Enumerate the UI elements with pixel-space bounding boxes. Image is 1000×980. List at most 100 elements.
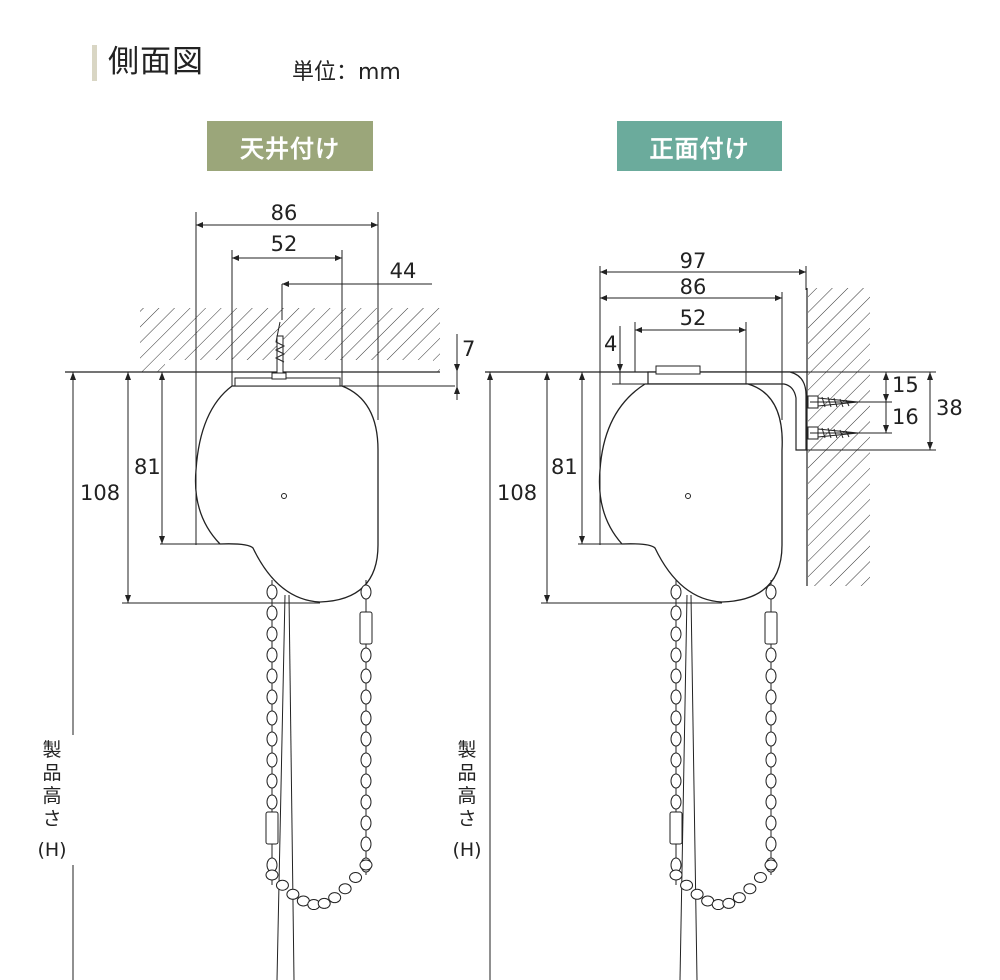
pull-cord <box>276 594 295 980</box>
dim-44: 44 <box>390 259 417 283</box>
chain-bead <box>680 879 694 891</box>
chain-bead <box>266 647 278 663</box>
chain-bead <box>765 773 777 789</box>
chain-stopper <box>265 811 279 845</box>
chain-bead <box>266 710 278 726</box>
chain-bead <box>359 859 373 871</box>
chain-bead <box>266 668 278 684</box>
chain-bead <box>275 879 289 891</box>
blind-head-body <box>194 385 379 603</box>
chain-bead <box>670 773 682 789</box>
chain-bead <box>286 888 300 900</box>
chain-bead <box>670 647 682 663</box>
chain-bead <box>670 752 682 768</box>
chain-bead <box>360 752 372 768</box>
svg-text:品: 品 <box>42 762 61 784</box>
chain-bead <box>360 689 372 705</box>
dim-52: 52 <box>271 232 298 256</box>
title-accent-bar <box>92 45 97 81</box>
chain-bead <box>266 689 278 705</box>
svg-text:製: 製 <box>42 739 61 761</box>
chain-bead <box>266 731 278 747</box>
svg-text:製: 製 <box>457 739 476 761</box>
chain-bead <box>670 605 682 621</box>
dim-81: 81 <box>134 455 161 479</box>
dim-108: 108 <box>497 481 537 505</box>
chain-bead <box>765 752 777 768</box>
chain-bead <box>765 794 777 810</box>
chain-bead <box>765 710 777 726</box>
chain-bead <box>670 794 682 810</box>
chain-bead <box>265 869 279 881</box>
chain-bead <box>765 815 777 831</box>
dim-97: 97 <box>680 249 707 273</box>
chain-bead <box>360 836 372 852</box>
chain-bead <box>670 689 682 705</box>
dim-108: 108 <box>80 481 120 505</box>
chain-bead <box>360 794 372 810</box>
dim-7: 7 <box>462 337 475 361</box>
screw-icon <box>274 321 286 374</box>
front-mount-tag: 正面付け <box>617 121 782 171</box>
chain-bead <box>765 689 777 705</box>
chain-bead <box>690 888 704 900</box>
dim-52: 52 <box>680 306 707 330</box>
chain-bead <box>765 731 777 747</box>
chain-bead <box>753 871 767 883</box>
unit-label: 単位：mm <box>292 60 401 85</box>
blind-head-body <box>598 383 783 603</box>
chain-bead <box>328 892 342 904</box>
chain-bead <box>266 794 278 810</box>
chain-bead <box>722 897 736 909</box>
chain-bead <box>266 752 278 768</box>
chain-bead <box>670 584 682 600</box>
chain-stopper <box>359 611 373 645</box>
chain-bead <box>360 668 372 684</box>
chain-bead <box>743 883 757 895</box>
chain-bead <box>349 871 363 883</box>
chain-bead <box>765 647 777 663</box>
chain-bead <box>765 584 777 600</box>
dim-38: 38 <box>936 396 963 420</box>
chain-bead <box>360 584 372 600</box>
bead-chain <box>669 580 778 911</box>
ceiling-mount-drawing: 86 52 44 7 81 108 製 品 高 さ (H) <box>37 201 475 980</box>
chain-bead <box>266 626 278 642</box>
page-title: 側面図 <box>108 44 204 80</box>
svg-text:さ: さ <box>42 808 61 830</box>
chain-stopper <box>764 611 778 645</box>
chain-bead <box>317 897 331 909</box>
pull-cord <box>679 594 698 980</box>
svg-text:(H): (H) <box>37 839 66 861</box>
chain-bead <box>670 626 682 642</box>
chain-bead <box>764 859 778 871</box>
chain-bead <box>266 773 278 789</box>
svg-text:さ: さ <box>457 808 476 830</box>
ceiling-mount-tag: 天井付け <box>207 121 373 171</box>
chain-bead <box>669 869 683 881</box>
svg-text:(H): (H) <box>452 839 481 861</box>
product-height-label: 製 品 高 さ (H) <box>452 735 489 865</box>
chain-bead <box>360 731 372 747</box>
dim-81: 81 <box>551 455 578 479</box>
bead-chain <box>265 580 373 911</box>
chain-stopper <box>669 811 683 845</box>
chain-bead <box>360 773 372 789</box>
svg-text:高: 高 <box>457 785 476 807</box>
ceiling-bracket <box>234 377 341 387</box>
front-mount-drawing: 97 86 52 4 81 108 15 16 38 製 品 高 さ (H) <box>452 249 963 980</box>
svg-text:高: 高 <box>42 785 61 807</box>
dim-86: 86 <box>680 275 707 299</box>
chain-bead <box>360 710 372 726</box>
chain-bead <box>732 892 746 904</box>
chain-bead <box>670 668 682 684</box>
chain-bead <box>266 584 278 600</box>
dim-15: 15 <box>892 373 919 397</box>
product-height-label: 製 品 高 さ (H) <box>37 735 74 865</box>
chain-bead <box>266 605 278 621</box>
chain-bead <box>360 815 372 831</box>
svg-text:品: 品 <box>457 762 476 784</box>
dim-16: 16 <box>892 405 919 429</box>
dim-86: 86 <box>271 201 298 225</box>
